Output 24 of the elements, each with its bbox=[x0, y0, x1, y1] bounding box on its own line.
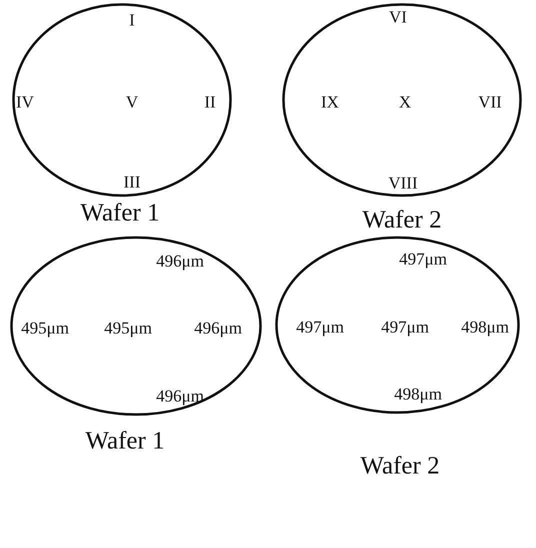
region-label: IV bbox=[16, 94, 34, 110]
wafer-caption: Wafer 2 bbox=[360, 454, 440, 478]
wafer-caption: Wafer 1 bbox=[80, 200, 160, 226]
thickness-label: 495μm bbox=[21, 320, 69, 336]
thickness-label: 497μm bbox=[381, 318, 429, 336]
thickness-label: 498μm bbox=[461, 318, 509, 336]
region-label: II bbox=[204, 94, 216, 110]
region-label: V bbox=[126, 94, 138, 110]
region-label: X bbox=[398, 94, 412, 110]
region-label: III bbox=[124, 174, 140, 190]
wafer-caption: Wafer 1 bbox=[85, 428, 165, 454]
region-label: VI bbox=[389, 8, 407, 26]
thickness-label: 496μm bbox=[156, 252, 204, 270]
thickness-label: 498μm bbox=[394, 386, 442, 402]
region-label: VIII bbox=[388, 174, 418, 192]
thickness-label: 497μm bbox=[296, 318, 344, 336]
thickness-label: 497μm bbox=[399, 250, 447, 268]
region-label: IX bbox=[321, 94, 339, 110]
thickness-label: 495μm bbox=[104, 320, 152, 336]
region-label: I bbox=[129, 12, 135, 28]
thickness-label: 496μm bbox=[194, 320, 242, 336]
thickness-label: 496μm bbox=[156, 388, 204, 404]
region-label: VII bbox=[478, 94, 502, 110]
wafer-caption: Wafer 2 bbox=[362, 208, 442, 232]
